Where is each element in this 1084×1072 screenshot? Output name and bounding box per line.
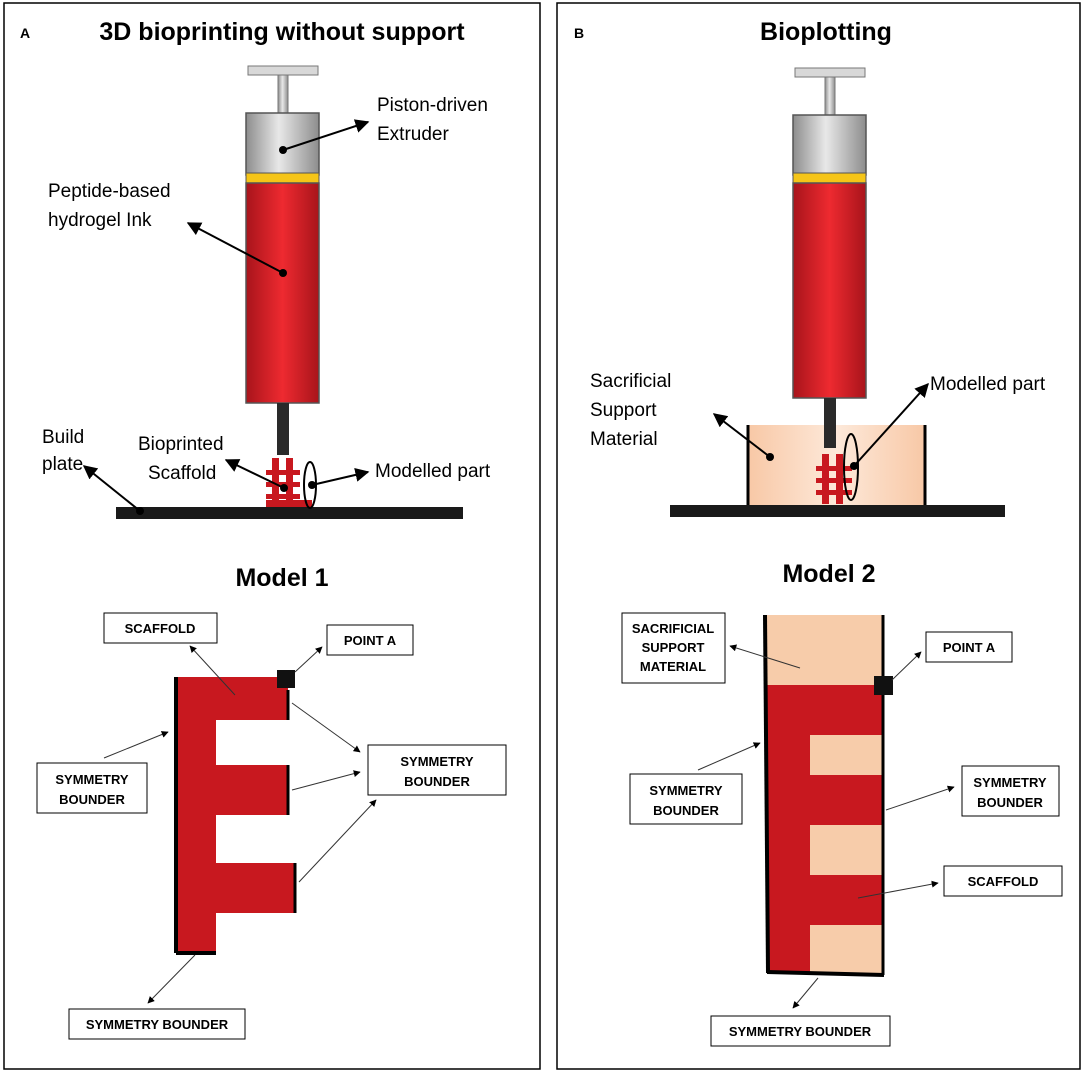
plunger-cap: [247, 65, 319, 76]
model-1-shape: [174, 670, 297, 955]
model-2-shape: [763, 614, 893, 977]
bioprinted-scaffold-b: [816, 454, 852, 504]
box-sym-right-1-text-1: SYMMETRY: [400, 754, 474, 769]
box-support-2-text-2: SUPPORT: [642, 640, 705, 655]
leader-sym-left-2: [697, 742, 761, 771]
box-sym-left-1-text-2: BOUNDER: [59, 792, 125, 807]
leader-support-2: [729, 644, 801, 669]
arrow-modelled-b: [850, 382, 929, 470]
panel-a-letter: A: [20, 25, 30, 41]
leader-sym-right-1a: [291, 702, 361, 753]
leader-point-a-1: [294, 646, 323, 673]
box-support-2-text-1: SACRIFICIAL: [632, 621, 714, 636]
panel-b-title: Bioplotting: [760, 18, 892, 46]
label-scaffold-1: Bioprinted: [138, 434, 224, 455]
nozzle: [277, 403, 289, 455]
syringe-barrel-top: [245, 112, 320, 176]
ink-reservoir: [245, 182, 320, 404]
box-scaffold-2-text: SCAFFOLD: [968, 874, 1039, 889]
label-support-1: Sacrificial: [590, 371, 671, 392]
nozzle-b: [824, 398, 836, 448]
box-sym-right-2-text-2: BOUNDER: [977, 795, 1043, 810]
plunger-rod-b: [824, 76, 836, 118]
piston-seal-b: [792, 172, 867, 184]
box-sym-left-2-text-2: BOUNDER: [653, 803, 719, 818]
arrow-scaffold: [224, 459, 288, 492]
box-sym-bottom-2: [710, 1015, 891, 1047]
arrow-extruder: [279, 119, 370, 154]
ink-reservoir-b: [792, 182, 867, 399]
model-1-title: Model 1: [235, 564, 328, 592]
box-point-a-1: [326, 624, 414, 656]
label-ink-1: Peptide-based: [48, 181, 171, 202]
arrow-modelled-a: [308, 468, 370, 489]
leader-sym-right-2: [885, 785, 955, 811]
panel-a-frame: [3, 2, 541, 1070]
box-sym-left-2-text-1: SYMMETRY: [649, 783, 723, 798]
box-scaffold-2: [943, 865, 1063, 897]
arrow-support: [712, 413, 774, 461]
box-sym-bottom-2-text: SYMMETRY BOUNDER: [729, 1024, 872, 1039]
label-ink-2: hydrogel Ink: [48, 210, 152, 231]
panel-b-letter: B: [574, 25, 584, 41]
leader-scaffold-1: [189, 645, 236, 696]
leader-sym-bottom-2: [792, 977, 819, 1009]
leader-sym-left-1: [103, 731, 169, 759]
plunger-rod: [277, 74, 289, 116]
box-point-a-1-text: POINT A: [344, 633, 397, 648]
box-sym-left-2: [629, 773, 743, 825]
box-support-2-text-3: MATERIAL: [640, 659, 706, 674]
label-plate-1: Build: [42, 427, 84, 448]
panel-a-title: 3D bioprinting without support: [99, 18, 465, 46]
label-support-2: Support: [590, 400, 657, 421]
box-sym-right-2: [961, 765, 1060, 817]
box-sym-right-2-text-1: SYMMETRY: [973, 775, 1047, 790]
leader-point-a-2: [891, 651, 922, 681]
box-support-2: [621, 612, 726, 684]
leader-sym-right-1b: [291, 770, 361, 791]
syringe-b: [792, 67, 867, 448]
build-plate-b: [670, 505, 1005, 517]
box-point-a-2: [925, 631, 1013, 663]
box-point-a-2-text: POINT A: [943, 640, 996, 655]
model-2-title: Model 2: [782, 560, 875, 588]
plunger-cap-b: [794, 67, 866, 78]
box-sym-bottom-1: [68, 1008, 246, 1040]
box-sym-right-1-text-2: BOUNDER: [404, 774, 470, 789]
box-sym-left-1-text-1: SYMMETRY: [55, 772, 129, 787]
panel-b-frame: [556, 2, 1081, 1070]
label-modelled-part-b: Modelled part: [930, 374, 1046, 395]
arrow-plate: [82, 465, 144, 515]
box-scaffold-1-text: SCAFFOLD: [125, 621, 196, 636]
leader-scaffold-2: [857, 880, 939, 899]
label-modelled-part-a: Modelled part: [375, 461, 491, 482]
label-plate-2: plate: [42, 454, 83, 475]
label-extruder-1: Piston-driven: [377, 95, 488, 116]
label-extruder-2: Extruder: [377, 124, 449, 145]
box-sym-bottom-1-text: SYMMETRY BOUNDER: [86, 1017, 229, 1032]
piston-seal: [245, 172, 320, 184]
point-a-marker-2: [874, 676, 893, 695]
label-scaffold-2: Scaffold: [148, 463, 216, 484]
arrow-ink: [186, 222, 287, 277]
leader-sym-right-1c: [298, 799, 377, 883]
box-sym-left-1: [36, 762, 148, 814]
leader-sym-bottom-1: [147, 954, 196, 1004]
build-plate-a: [116, 507, 463, 519]
point-a-marker-1: [277, 670, 295, 688]
box-sym-right-1: [367, 744, 507, 796]
box-scaffold-1: [103, 612, 218, 644]
syringe-a: [245, 65, 320, 455]
label-support-3: Material: [590, 429, 658, 450]
syringe-barrel-top-b: [792, 114, 867, 176]
